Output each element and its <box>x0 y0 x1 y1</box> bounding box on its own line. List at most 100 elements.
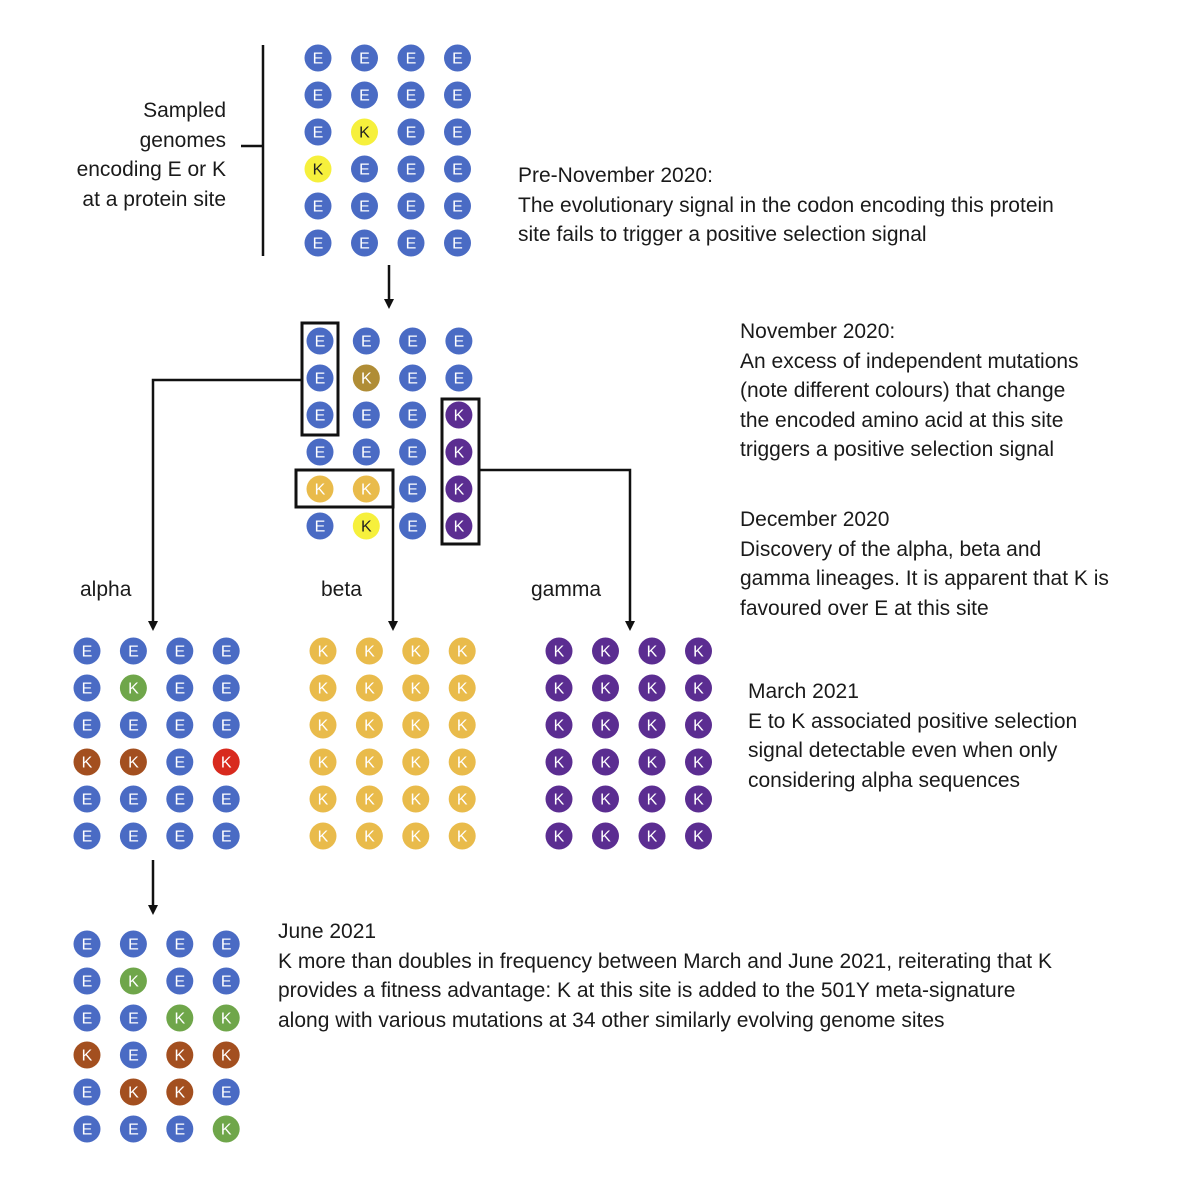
allele-k-dot-gamma: K <box>545 785 573 813</box>
allele-k-dot-gamma: K <box>545 674 573 702</box>
allele-letter: E <box>361 408 372 425</box>
allele-letter: E <box>174 755 185 772</box>
allele-e-dot-alpha_march: E <box>166 785 194 813</box>
allele-letter: E <box>221 644 232 661</box>
allele-letter: K <box>647 718 658 735</box>
allele-letter: K <box>318 755 329 772</box>
allele-letter: K <box>693 792 704 809</box>
allele-k-dot-gamma: K <box>638 637 666 665</box>
allele-letter: E <box>313 88 324 105</box>
allele-e-dot-alpha_march: E <box>73 637 101 665</box>
allele-letter: K <box>457 829 468 846</box>
allele-letter: K <box>457 755 468 772</box>
allele-k-dot-gamma: K <box>545 637 573 665</box>
allele-e-dot-alpha_march: E <box>212 674 240 702</box>
allele-letter: E <box>82 792 93 809</box>
allele-e-dot-alpha_june: E <box>73 1004 101 1032</box>
allele-k-dot-gamma: K <box>638 785 666 813</box>
allele-letter: E <box>174 644 185 661</box>
allele-e-dot-pre_november: E <box>304 192 332 220</box>
allele-e-dot-alpha_march: E <box>166 711 194 739</box>
allele-k-dot-beta: K <box>355 785 383 813</box>
allele-letter: E <box>128 792 139 809</box>
allele-letter: E <box>174 937 185 954</box>
allele-letter: E <box>82 644 93 661</box>
allele-letter: E <box>128 937 139 954</box>
allele-e-dot-alpha_june: E <box>119 1041 147 1069</box>
allele-e-dot-alpha_june: E <box>166 967 194 995</box>
allele-e-dot-alpha_march: E <box>73 674 101 702</box>
allele-k-dot-gamma: K <box>638 711 666 739</box>
allele-letter: K <box>693 681 704 698</box>
allele-k-dot-beta: K <box>355 637 383 665</box>
allele-k-dot-gamma: K <box>685 785 712 813</box>
allele-e-dot-november: E <box>306 512 334 540</box>
allele-letter: E <box>313 236 324 253</box>
allele-e-dot-alpha_march: E <box>73 785 101 813</box>
allele-k-dot-beta: K <box>402 822 430 850</box>
allele-k-dot-november: K <box>306 475 334 503</box>
allele-letter: E <box>128 1011 139 1028</box>
allele-letter: K <box>318 718 329 735</box>
allele-letter: E <box>221 681 232 698</box>
allele-e-dot-november: E <box>445 327 473 355</box>
allele-e-dot-pre_november: E <box>397 81 425 109</box>
allele-letter: E <box>313 125 324 142</box>
allele-k-dot-pre_november: K <box>304 155 332 183</box>
allele-k-dot-alpha_march: K <box>212 748 240 776</box>
allele-k-dot-beta: K <box>402 748 430 776</box>
allele-letter: K <box>361 482 372 499</box>
allele-letter: K <box>313 162 324 179</box>
allele-e-dot-pre_november: E <box>304 229 332 257</box>
allele-e-dot-alpha_march: E <box>166 748 194 776</box>
allele-letter: E <box>315 519 326 536</box>
allele-letter: E <box>359 51 370 68</box>
allele-letter: E <box>82 829 93 846</box>
arrow-to-alpha <box>148 378 303 631</box>
allele-letter: K <box>174 1085 185 1102</box>
allele-e-dot-pre_november: E <box>444 118 471 146</box>
allele-letter: E <box>221 718 232 735</box>
allele-e-dot-pre_november: E <box>351 229 378 257</box>
allele-k-dot-alpha_june: K <box>212 1004 240 1032</box>
allele-letter: E <box>174 792 185 809</box>
allele-letter: K <box>364 792 375 809</box>
allele-letter: K <box>693 829 704 846</box>
allele-letter: K <box>174 1048 185 1065</box>
allele-k-dot-alpha_june: K <box>119 967 147 995</box>
allele-letter: E <box>221 937 232 954</box>
allele-k-dot-november: K <box>445 438 473 466</box>
allele-letter: E <box>452 162 463 179</box>
allele-k-dot-gamma: K <box>685 637 712 665</box>
allele-letter: K <box>174 1011 185 1028</box>
allele-letter: K <box>454 408 465 425</box>
allele-e-dot-alpha_june: E <box>212 1078 240 1106</box>
allele-k-dot-alpha_june: K <box>73 1041 101 1069</box>
allele-letter: E <box>407 408 418 425</box>
allele-k-dot-beta: K <box>448 674 476 702</box>
allele-e-dot-november: E <box>352 438 380 466</box>
allele-letter: E <box>313 51 324 68</box>
label-beta: beta <box>321 578 362 601</box>
allele-e-dot-pre_november: E <box>397 118 425 146</box>
allele-letter: E <box>82 937 93 954</box>
allele-e-dot-alpha_june: E <box>212 967 240 995</box>
allele-k-dot-november: K <box>445 401 473 429</box>
allele-e-dot-alpha_june: E <box>212 930 240 958</box>
allele-letter: K <box>554 755 565 772</box>
allele-letter: K <box>410 718 421 735</box>
allele-letter: E <box>407 371 418 388</box>
allele-letter: K <box>600 792 611 809</box>
allele-letter: K <box>364 829 375 846</box>
allele-e-dot-november: E <box>306 438 334 466</box>
allele-letter: E <box>315 408 326 425</box>
allele-letter: E <box>315 371 326 388</box>
allele-letter: E <box>128 829 139 846</box>
allele-k-dot-beta: K <box>448 748 476 776</box>
label-alpha: alpha <box>80 578 132 601</box>
allele-k-dot-november: K <box>352 475 380 503</box>
allele-e-dot-pre_november: E <box>444 155 471 183</box>
allele-letter: E <box>315 334 326 351</box>
note-pre-november: Pre-November 2020: The evolutionary sign… <box>518 164 1054 246</box>
